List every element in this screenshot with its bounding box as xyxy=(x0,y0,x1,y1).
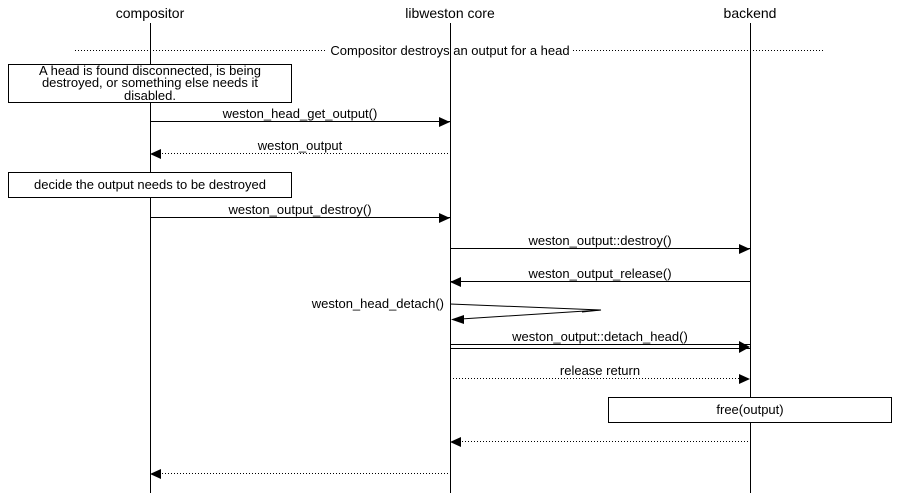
lifeline-compositor xyxy=(150,23,151,493)
message-line xyxy=(450,281,750,282)
note-head-disconnected: A head is found disconnected, is being d… xyxy=(8,64,292,103)
divider: Compositor destroys an output for a head xyxy=(75,43,826,58)
lifeline-backend xyxy=(750,23,751,493)
arrowhead-left-icon xyxy=(150,148,161,159)
divider-line-right xyxy=(572,50,826,51)
message-label: weston_output_destroy() xyxy=(228,202,372,217)
message-line xyxy=(150,473,450,474)
arrowhead-right-icon xyxy=(739,340,750,353)
message-label: release return xyxy=(559,363,641,378)
message-weston-output-detach-head: weston_output::detach_head() xyxy=(450,329,750,353)
note-line: A head is found disconnected, is being xyxy=(39,62,261,78)
note-line: disabled. xyxy=(123,87,177,103)
arrowhead-right-icon xyxy=(439,116,450,127)
note-line: destroyed, or something else needs it xyxy=(41,75,259,91)
note-line: decide the output needs to be destroyed xyxy=(33,176,266,192)
message-label: weston_output xyxy=(257,138,343,153)
message-release-return: release return xyxy=(450,363,750,385)
arrowhead-left-icon xyxy=(450,436,461,447)
arrowhead-left-icon xyxy=(450,276,461,287)
note-decide-destroy: decide the output needs to be destroyed xyxy=(8,172,292,198)
participant-label-backend: backend xyxy=(723,5,777,21)
message-label: weston_output_release() xyxy=(528,266,672,281)
message-return-to-compositor xyxy=(150,458,450,480)
self-call-loop xyxy=(450,303,602,324)
message-weston-output-release: weston_output_release() xyxy=(450,266,750,288)
lifeline-libweston-core xyxy=(450,23,451,493)
message-line xyxy=(450,348,750,349)
note-free-output: free(output) xyxy=(608,397,892,423)
message-line xyxy=(450,378,750,379)
self-message-label-weston-head-detach: weston_head_detach() xyxy=(311,296,444,311)
divider-line-left xyxy=(75,50,328,51)
message-line xyxy=(450,441,750,442)
message-weston-output-return: weston_output xyxy=(150,138,450,160)
message-weston-output-vfunc-destroy: weston_output::destroy() xyxy=(450,233,750,255)
note-line: free(output) xyxy=(716,401,784,417)
message-line xyxy=(450,248,750,249)
message-weston-head-get-output: weston_head_get_output() xyxy=(150,106,450,128)
divider-label: Compositor destroys an output for a head xyxy=(330,43,570,58)
arrowhead-right-icon xyxy=(439,212,450,223)
arrowhead-left-icon xyxy=(150,468,161,479)
arrowhead-right-icon xyxy=(739,243,750,254)
participant-label-compositor: compositor xyxy=(115,5,185,21)
message-label: weston_head_get_output() xyxy=(222,106,378,121)
message-label: weston_output::destroy() xyxy=(528,233,672,248)
message-return-to-core xyxy=(450,426,750,448)
message-label: weston_output::detach_head() xyxy=(512,329,688,344)
participant-label-libweston-core: libweston core xyxy=(405,5,495,21)
message-line xyxy=(450,344,750,345)
message-line xyxy=(150,153,450,154)
arrowhead-right-icon xyxy=(739,373,750,384)
message-weston-output-destroy: weston_output_destroy() xyxy=(150,202,450,224)
message-line xyxy=(150,121,450,122)
message-line xyxy=(150,217,450,218)
